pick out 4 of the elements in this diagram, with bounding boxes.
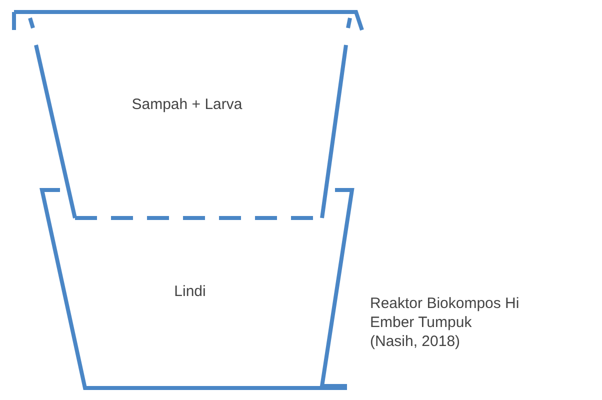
bucket-label: Lindi: [174, 283, 206, 300]
caption-text: Reaktor Biokompos Hi Ember Tumpuk: [370, 294, 520, 332]
caption-text: (Nasih, 2018): [370, 332, 462, 351]
bucket-label: Sampah + Larva: [132, 96, 242, 113]
